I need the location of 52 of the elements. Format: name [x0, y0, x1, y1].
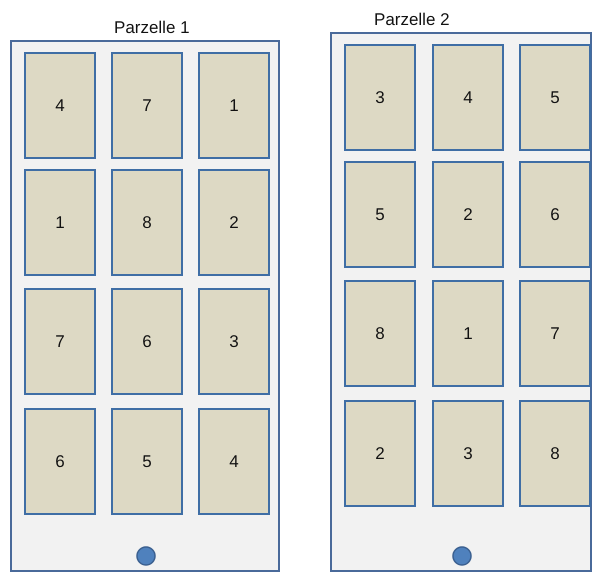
subplot-box [198, 408, 270, 515]
subplot-box [24, 52, 96, 159]
treatment-number: 8 [142, 212, 152, 232]
subplot-box [519, 280, 591, 387]
treatment-number: 6 [142, 332, 152, 352]
treatment-number: 4 [55, 96, 65, 116]
treatment-number: 3 [229, 332, 239, 352]
treatment-number: 5 [142, 452, 152, 472]
subplot-box [432, 161, 504, 268]
subplot-box [344, 400, 416, 507]
treatment-number: 8 [550, 444, 560, 464]
subplot-box [432, 44, 504, 151]
subplot-box [111, 169, 183, 276]
subplot-box [198, 169, 270, 276]
subplot-box [344, 161, 416, 268]
subplot-box [344, 280, 416, 387]
treatment-number: 1 [55, 212, 65, 232]
subplot-box [519, 161, 591, 268]
subplot-box [24, 169, 96, 276]
treatment-number: 5 [375, 204, 385, 224]
treatment-number: 6 [55, 452, 65, 472]
treatment-number: 2 [375, 444, 385, 464]
treatment-number: 8 [375, 324, 385, 344]
plot-heading: Parzelle 2 [374, 10, 450, 30]
treatment-number: 7 [55, 332, 65, 352]
subplot-box [24, 408, 96, 515]
subplot-box [111, 408, 183, 515]
treatment-number: 5 [550, 88, 560, 108]
treatment-number: 6 [550, 204, 560, 224]
subplot-box [198, 288, 270, 395]
treatment-number: 7 [142, 96, 152, 116]
subplot-box [198, 52, 270, 159]
plot-heading: Parzelle 1 [114, 18, 190, 38]
subplot-box [432, 400, 504, 507]
subplot-box [111, 52, 183, 159]
subplot-box [519, 400, 591, 507]
subplot-box [432, 280, 504, 387]
subplot-box [519, 44, 591, 151]
treatment-number: 1 [229, 96, 239, 116]
subplot-box [344, 44, 416, 151]
treatment-number: 3 [463, 444, 473, 464]
marker-circle [136, 546, 156, 566]
treatment-number: 3 [375, 88, 385, 108]
treatment-number: 2 [463, 204, 473, 224]
subplot-box [24, 288, 96, 395]
subplot-box [111, 288, 183, 395]
treatment-number: 2 [229, 212, 239, 232]
treatment-number: 4 [463, 88, 473, 108]
treatment-number: 1 [463, 324, 473, 344]
marker-circle [452, 546, 472, 566]
treatment-number: 4 [229, 452, 239, 472]
treatment-number: 7 [550, 324, 560, 344]
